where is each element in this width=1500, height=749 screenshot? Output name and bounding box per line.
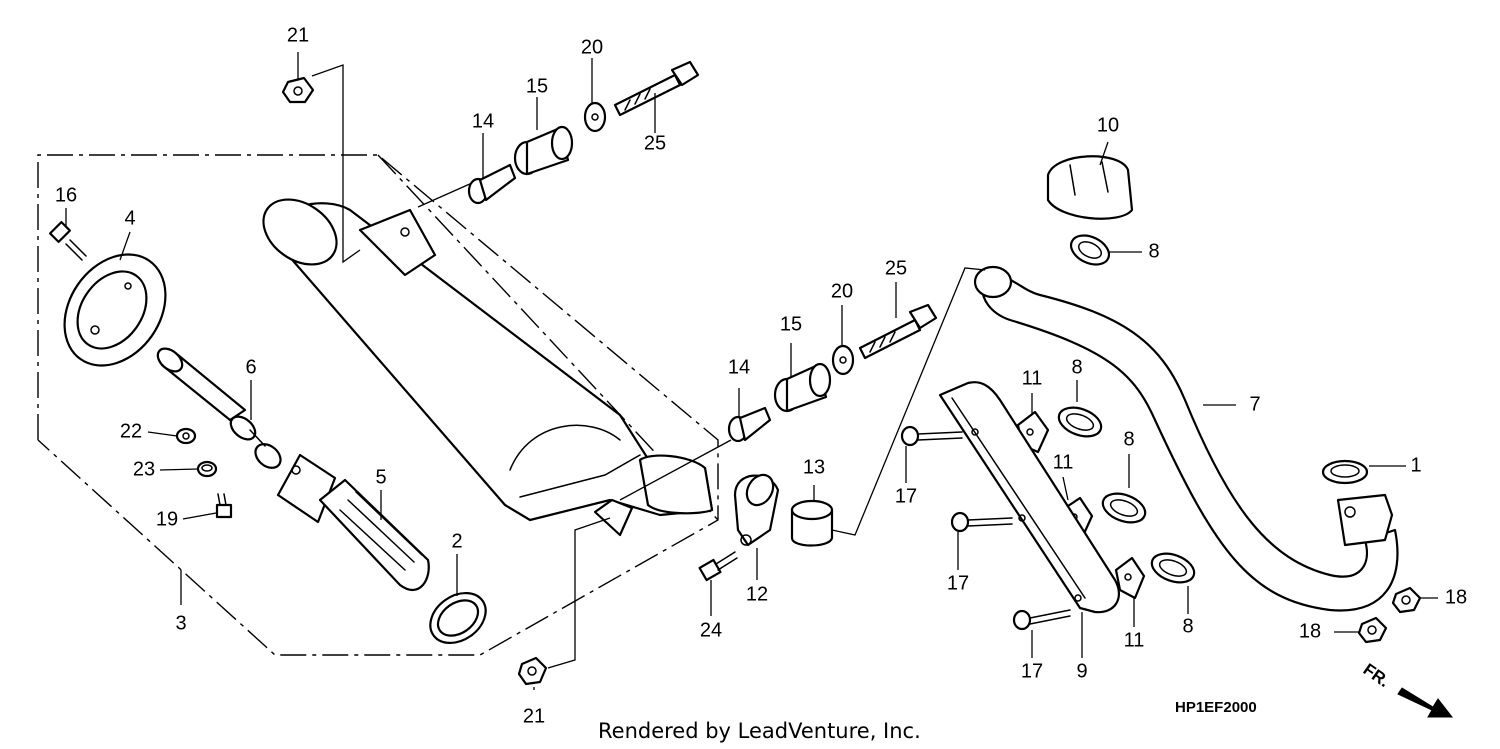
callout-8-top: 8	[1148, 240, 1159, 262]
assembly-outline	[37, 154, 719, 656]
band-clamp-8-b[interactable]	[1099, 488, 1149, 527]
callout-20-lower: 20	[831, 280, 853, 302]
inner-tube-5[interactable]	[276, 453, 430, 592]
callout-8-a: 8	[1071, 356, 1082, 378]
callout-10: 10	[1097, 114, 1119, 136]
callout-25-top: 25	[644, 132, 666, 154]
bolt-16[interactable]	[49, 221, 87, 261]
nut-18-lower[interactable]	[1357, 616, 1388, 644]
callout-23: 23	[133, 458, 155, 480]
sleeve-13[interactable]	[790, 499, 834, 547]
render-credit: Rendered by LeadVenture, Inc.	[598, 719, 921, 743]
bolt-19[interactable]	[215, 493, 233, 519]
callout-14-lower: 14	[728, 356, 750, 378]
heat-shield-9[interactable]	[938, 381, 1121, 614]
nut-21-top[interactable]	[281, 76, 315, 104]
grommet-15-lower[interactable]	[773, 362, 832, 413]
bolt-25-lower[interactable]	[858, 303, 938, 360]
callout-5: 5	[375, 466, 386, 488]
front-direction-label: FR.	[1360, 660, 1393, 691]
heat-guard-10[interactable]	[1046, 155, 1134, 220]
callout-2: 2	[451, 530, 462, 552]
nut-21-bottom[interactable]	[517, 656, 548, 686]
screw-17-b[interactable]	[950, 511, 1013, 533]
callout-13: 13	[803, 456, 825, 478]
callout-25-lower: 25	[885, 257, 907, 279]
gasket-2[interactable]	[421, 583, 495, 653]
clamp-12[interactable]	[733, 470, 780, 547]
band-clamp-8-c[interactable]	[1148, 548, 1198, 587]
nut-18-right[interactable]	[1391, 586, 1422, 614]
callout-22: 22	[120, 420, 142, 442]
leader-lines	[65, 52, 1438, 690]
callout-21-bottom: 21	[523, 705, 545, 727]
callout-8-c: 8	[1182, 615, 1193, 637]
callout-11-b: 11	[1053, 451, 1074, 473]
diagram-code: HP1EF2000	[1175, 699, 1257, 716]
front-direction-arrow-icon: FR.	[1360, 660, 1454, 718]
callout-20-top: 20	[581, 36, 603, 58]
washer-20-lower[interactable]	[831, 344, 855, 376]
callout-18-lower: 18	[1299, 620, 1321, 642]
collar-14-top[interactable]	[467, 163, 517, 205]
callout-14-top: 14	[472, 110, 494, 132]
callout-7: 7	[1249, 393, 1260, 415]
callout-12: 12	[746, 583, 768, 605]
callout-4: 4	[124, 207, 135, 229]
callout-16: 16	[55, 184, 77, 206]
callout-8-b: 8	[1123, 428, 1134, 450]
callout-24: 24	[700, 619, 722, 641]
callout-11-c: 11	[1124, 629, 1145, 651]
washer-20-top[interactable]	[583, 101, 607, 133]
collar-14-lower[interactable]	[727, 406, 772, 443]
callout-21-top: 21	[287, 24, 309, 46]
callout-9: 9	[1076, 660, 1087, 682]
band-clamp-8-top[interactable]	[1066, 230, 1113, 270]
exhaust-pipe-7[interactable]	[973, 265, 1399, 612]
callout-15-lower: 15	[780, 313, 802, 335]
callout-11-a: 11	[1022, 367, 1043, 389]
gasket-1[interactable]	[1321, 459, 1369, 485]
callout-17-b: 17	[947, 572, 969, 594]
callout-labels: 21 20 15 14 25 16 4 6 22 23 19 5 2 3 21 …	[55, 24, 1467, 727]
callout-1: 1	[1410, 454, 1421, 476]
band-clamp-8-a[interactable]	[1055, 402, 1105, 441]
nut-22[interactable]	[175, 427, 197, 445]
screw-17-c[interactable]	[1012, 609, 1071, 631]
callout-15-top: 15	[526, 75, 548, 97]
callout-18-right: 18	[1445, 586, 1467, 608]
washer-23[interactable]	[196, 460, 218, 478]
callout-6: 6	[245, 356, 256, 378]
callout-17-c: 17	[1021, 660, 1043, 682]
bracket-11-c[interactable]	[1114, 556, 1146, 600]
grommet-15-top[interactable]	[513, 125, 574, 176]
bolt-24[interactable]	[698, 551, 738, 582]
callout-3: 3	[175, 612, 186, 634]
callout-17-a: 17	[895, 485, 917, 507]
screw-17-a[interactable]	[900, 425, 963, 447]
spark-arrester-core-6[interactable]	[153, 344, 285, 473]
callout-19: 19	[156, 508, 178, 530]
end-cap-4[interactable]	[44, 235, 187, 385]
bolt-25-top[interactable]	[613, 60, 700, 117]
